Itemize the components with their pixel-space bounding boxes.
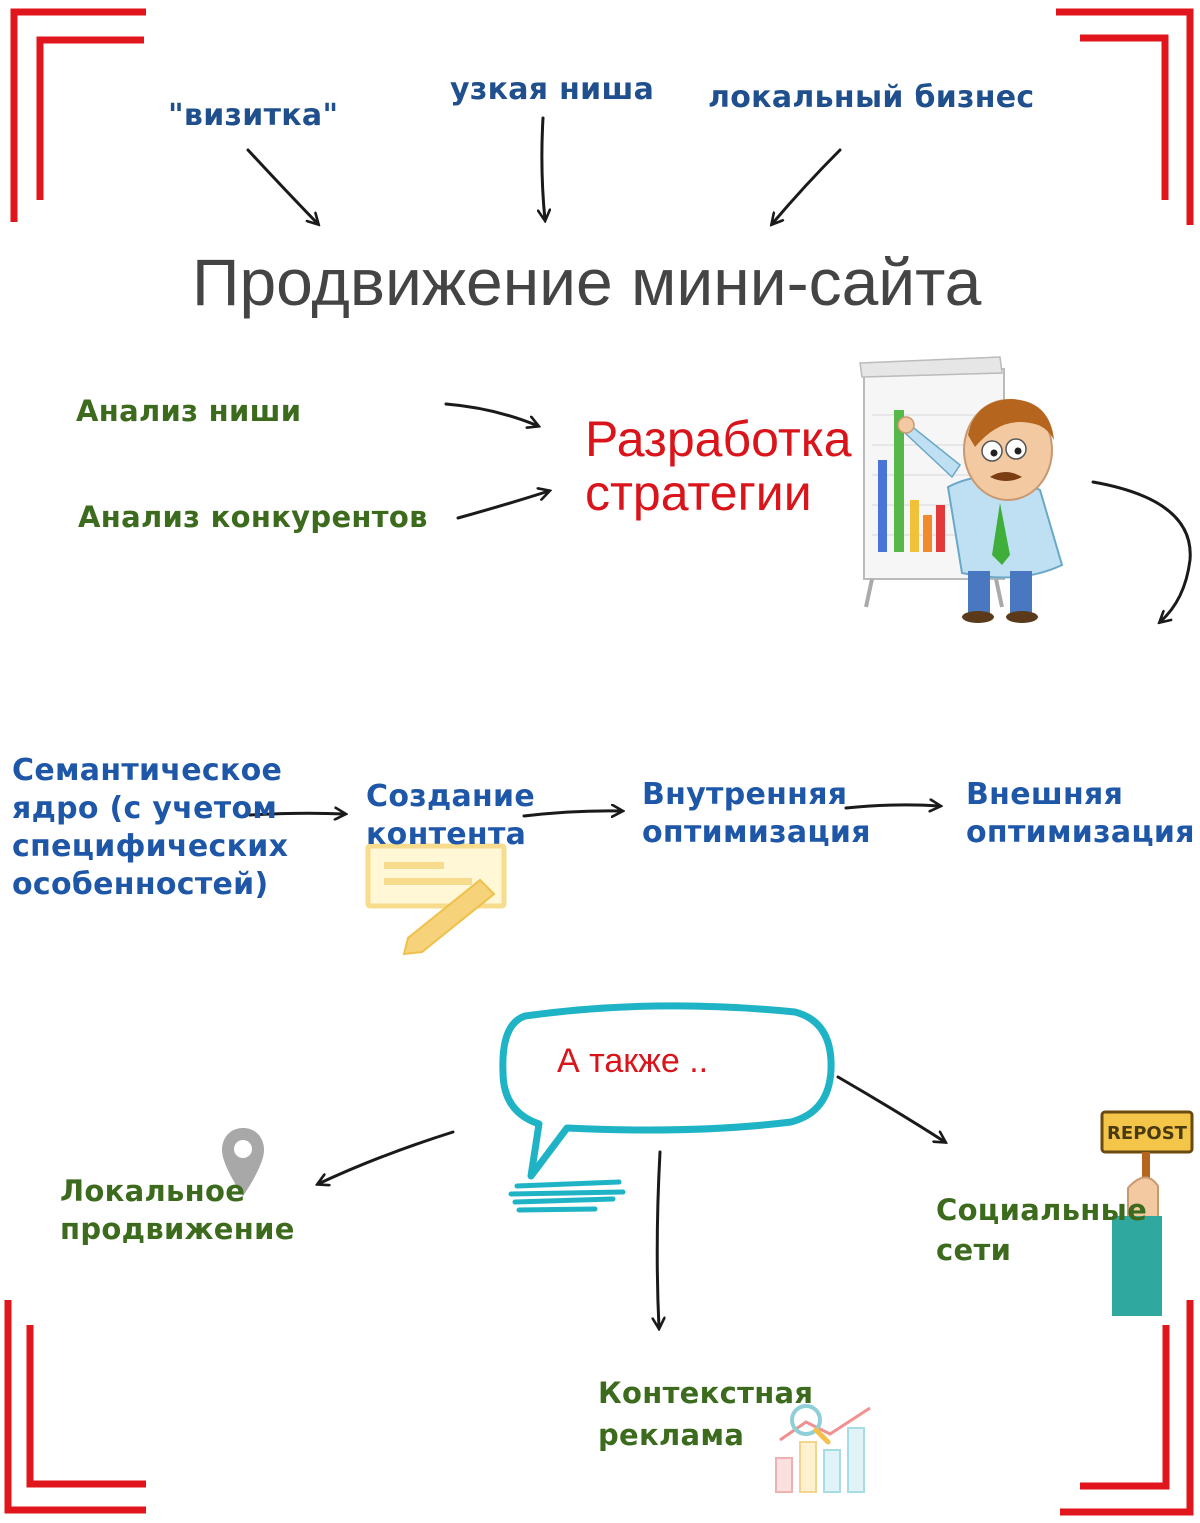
arrow-vizitka-to-title <box>246 148 318 224</box>
strategy-line-2: стратегии <box>585 465 812 521</box>
arrow-also-to-social <box>836 1075 945 1142</box>
extra-local-promotion: Локальное продвижение <box>60 1172 295 1248</box>
step-content-creation: Создание контента <box>366 778 535 854</box>
frame-corner-top-right-outer <box>1056 8 1194 225</box>
chart-bar-yellow <box>910 500 919 552</box>
step-external-line: Внешняя <box>966 777 1124 812</box>
label-narrow-niche: узкая ниша <box>450 72 655 107</box>
arrow-niche-to-title <box>542 116 545 220</box>
extra-context-line: реклама <box>598 1418 745 1452</box>
arrow-also-to-context <box>657 1150 660 1328</box>
step-content-line: Создание <box>366 779 536 814</box>
label-vizitka: "визитка" <box>168 98 339 133</box>
chart-bar-blue <box>878 460 887 552</box>
strategy-line-1: Разработка <box>585 411 852 467</box>
arrow-internal-to-external <box>844 805 940 808</box>
frame-corner-bottom-right-inner <box>1080 1325 1170 1490</box>
location-pin-icon <box>222 1128 264 1196</box>
step-semantic-line: ядро (с учетом <box>12 791 278 826</box>
extra-social-networks: Социальные сети <box>936 1190 1147 1270</box>
frame-corner-bottom-right-outer <box>1060 1300 1194 1516</box>
extra-social-line: сети <box>936 1233 1012 1267</box>
analytics-chart-icon <box>775 1404 871 1493</box>
extra-contextual-ads: Контекстная реклама <box>598 1372 813 1456</box>
chart-bar-orange <box>923 515 932 552</box>
label-niche-analysis: Анализ ниши <box>76 394 302 428</box>
frame-corner-bottom-left-outer <box>4 1300 146 1514</box>
extra-context-line: Контекстная <box>598 1376 814 1410</box>
step-semantic-line: особенностей) <box>12 867 269 902</box>
frame-corner-top-left-inner <box>36 36 144 200</box>
arrow-strategy-to-steps <box>1091 480 1192 622</box>
arrow-content-to-internal <box>522 811 622 816</box>
frame-corner-top-left-outer <box>10 8 146 222</box>
repost-sign-icon: REPOST <box>1100 1110 1194 1316</box>
frame-corner-top-right-inner <box>1080 34 1169 200</box>
step-external-line: оптимизация <box>966 815 1195 850</box>
arrow-competitors-to-strategy <box>456 491 549 520</box>
bubble-scribble <box>508 1179 626 1213</box>
arrow-semantic-to-content <box>248 813 345 815</box>
bubble-text: А также .. <box>557 1042 709 1080</box>
step-semantic-line: специфических <box>12 829 289 864</box>
step-internal-optimization: Внутренняя оптимизация <box>642 776 871 852</box>
step-internal-line: оптимизация <box>642 815 871 850</box>
repost-sign-text: REPOST <box>1107 1123 1188 1144</box>
presenter-man-illustration <box>859 356 1064 623</box>
chart-bar-green <box>894 410 904 552</box>
arrow-niche-analysis-to-strategy <box>444 402 538 426</box>
extra-social-line: Социальные <box>936 1193 1148 1227</box>
document-pen-icon <box>365 843 507 956</box>
strategy-heading: Разработка стратегии <box>585 412 852 520</box>
step-semantic-core: Семантическое ядро (с учетом специфическ… <box>12 752 288 904</box>
label-competitor-analysis: Анализ конкурентов <box>78 500 428 534</box>
arrow-also-to-local <box>318 1130 455 1184</box>
step-external-optimization: Внешняя оптимизация <box>966 776 1195 852</box>
step-semantic-line: Семантическое <box>12 753 283 788</box>
page-title: Продвижение мини-сайта <box>192 245 982 319</box>
step-content-line: контента <box>366 817 527 852</box>
label-local-business: локальный бизнес <box>708 80 1035 115</box>
speech-bubble <box>499 1002 835 1213</box>
step-internal-line: Внутренняя <box>642 777 848 812</box>
chart-bar-red <box>936 505 945 552</box>
frame-corner-bottom-left-inner <box>26 1325 146 1488</box>
arrow-local-to-title <box>772 148 842 224</box>
extra-local-line: продвижение <box>60 1212 295 1246</box>
extra-local-line: Локальное <box>60 1174 246 1208</box>
